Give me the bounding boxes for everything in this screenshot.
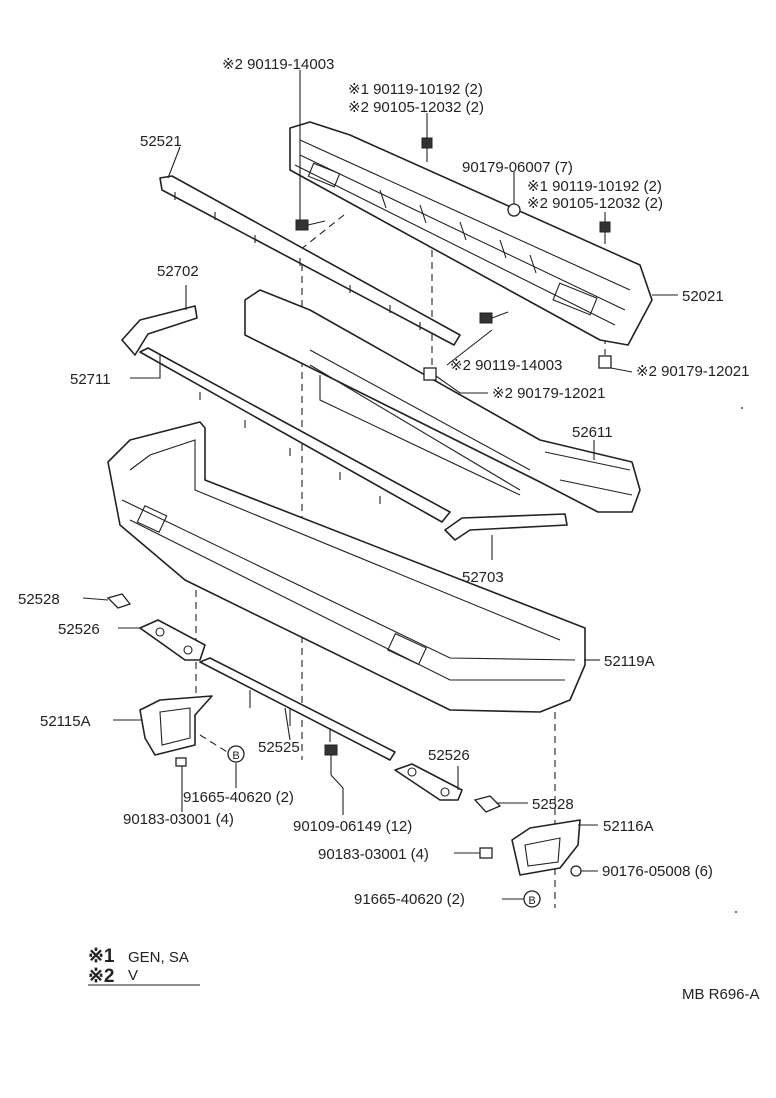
legend-text-1: GEN, SA	[128, 949, 189, 966]
fastener-bolt-upper-left	[295, 219, 326, 231]
label-24: 90183-03001 (4)	[123, 811, 234, 828]
extension-52702	[121, 305, 198, 356]
retainer-52521	[159, 175, 461, 346]
reference-code: MB R696-A	[682, 986, 760, 1003]
extension-52703	[444, 513, 568, 541]
label-7: ※2 90105-12032 (2)	[527, 195, 663, 212]
label-11: ※2 90119-14003	[450, 357, 562, 374]
svg-text:B: B	[528, 895, 535, 907]
bumper-cover-52119A	[107, 421, 586, 713]
label-29: 91665-40620 (2)	[354, 891, 465, 908]
bracket-52526-right	[394, 763, 463, 801]
clip-52528-right	[473, 795, 502, 813]
label-5: 90179-06007 (7)	[462, 159, 573, 176]
label-21: 52526	[428, 747, 470, 764]
legend-mark-1: ※1	[88, 946, 115, 967]
fastener-bolt-mid	[479, 311, 509, 324]
bracket-52526-left	[139, 619, 206, 661]
label-16: 52528	[18, 591, 60, 608]
clip-52528-left	[106, 593, 132, 609]
label-2: ※1 90119-10192 (2)	[348, 81, 483, 98]
label-17: 52526	[58, 621, 100, 638]
label-12: ※2 90179-12021	[636, 363, 750, 380]
reinforcement-52021	[289, 121, 653, 346]
fastener-nut-mid	[423, 367, 437, 381]
legend: ※1 GEN, SA ※2 V	[88, 946, 200, 987]
svg-text:B: B	[232, 750, 239, 762]
label-25: 90109-06149 (12)	[293, 818, 412, 835]
label-10: 52711	[70, 371, 111, 388]
washer-b-right: B	[523, 890, 541, 908]
fastener-nut-90176	[570, 865, 582, 877]
label-18: 52119A	[604, 653, 655, 670]
legend-mark-2: ※2	[88, 966, 115, 987]
label-9: 52021	[682, 288, 724, 305]
label-1: ※2 90119-14003	[222, 56, 334, 73]
label-15: 52703	[462, 569, 504, 586]
mark-dot	[741, 407, 743, 409]
label-6: ※1 90119-10192 (2)	[527, 178, 662, 195]
label-8: 52702	[157, 263, 199, 280]
mark-dot	[735, 911, 737, 913]
label-22: 91665-40620 (2)	[183, 789, 294, 806]
label-4: 52521	[140, 133, 182, 150]
label-28: 90176-05008 (6)	[602, 863, 713, 880]
label-19: 52115A	[40, 713, 91, 730]
label-14: 52611	[572, 424, 613, 441]
stay-52525	[199, 657, 396, 761]
pad-52611	[244, 289, 641, 513]
label-23: 52528	[532, 796, 574, 813]
fastener-nut-lower-right	[479, 847, 493, 859]
fastener-nut-lower-left	[175, 757, 187, 767]
legend-text-2: V	[128, 967, 138, 984]
fastener-bolt-upper-mid	[421, 137, 433, 162]
moulding-52711	[139, 347, 451, 523]
leader-lines	[82, 70, 678, 900]
bracket-52116A	[511, 819, 581, 876]
fastener-bolt-lower	[324, 744, 338, 775]
label-3: ※2 90105-12032 (2)	[348, 99, 484, 116]
label-27: 90183-03001 (4)	[318, 846, 429, 863]
washer-b-left: B	[227, 745, 245, 763]
bracket-52115A	[139, 695, 213, 756]
label-13: ※2 90179-12021	[492, 385, 606, 402]
label-26: 52116A	[603, 818, 654, 835]
fastener-bolt-right	[599, 221, 611, 244]
fastener-nut-right	[598, 355, 612, 369]
label-20: 52525	[258, 739, 300, 756]
part-labels: ※2 90119-14003 ※1 90119-10192 (2) ※2 901…	[18, 56, 750, 908]
fastener-nut-upper	[507, 203, 521, 217]
